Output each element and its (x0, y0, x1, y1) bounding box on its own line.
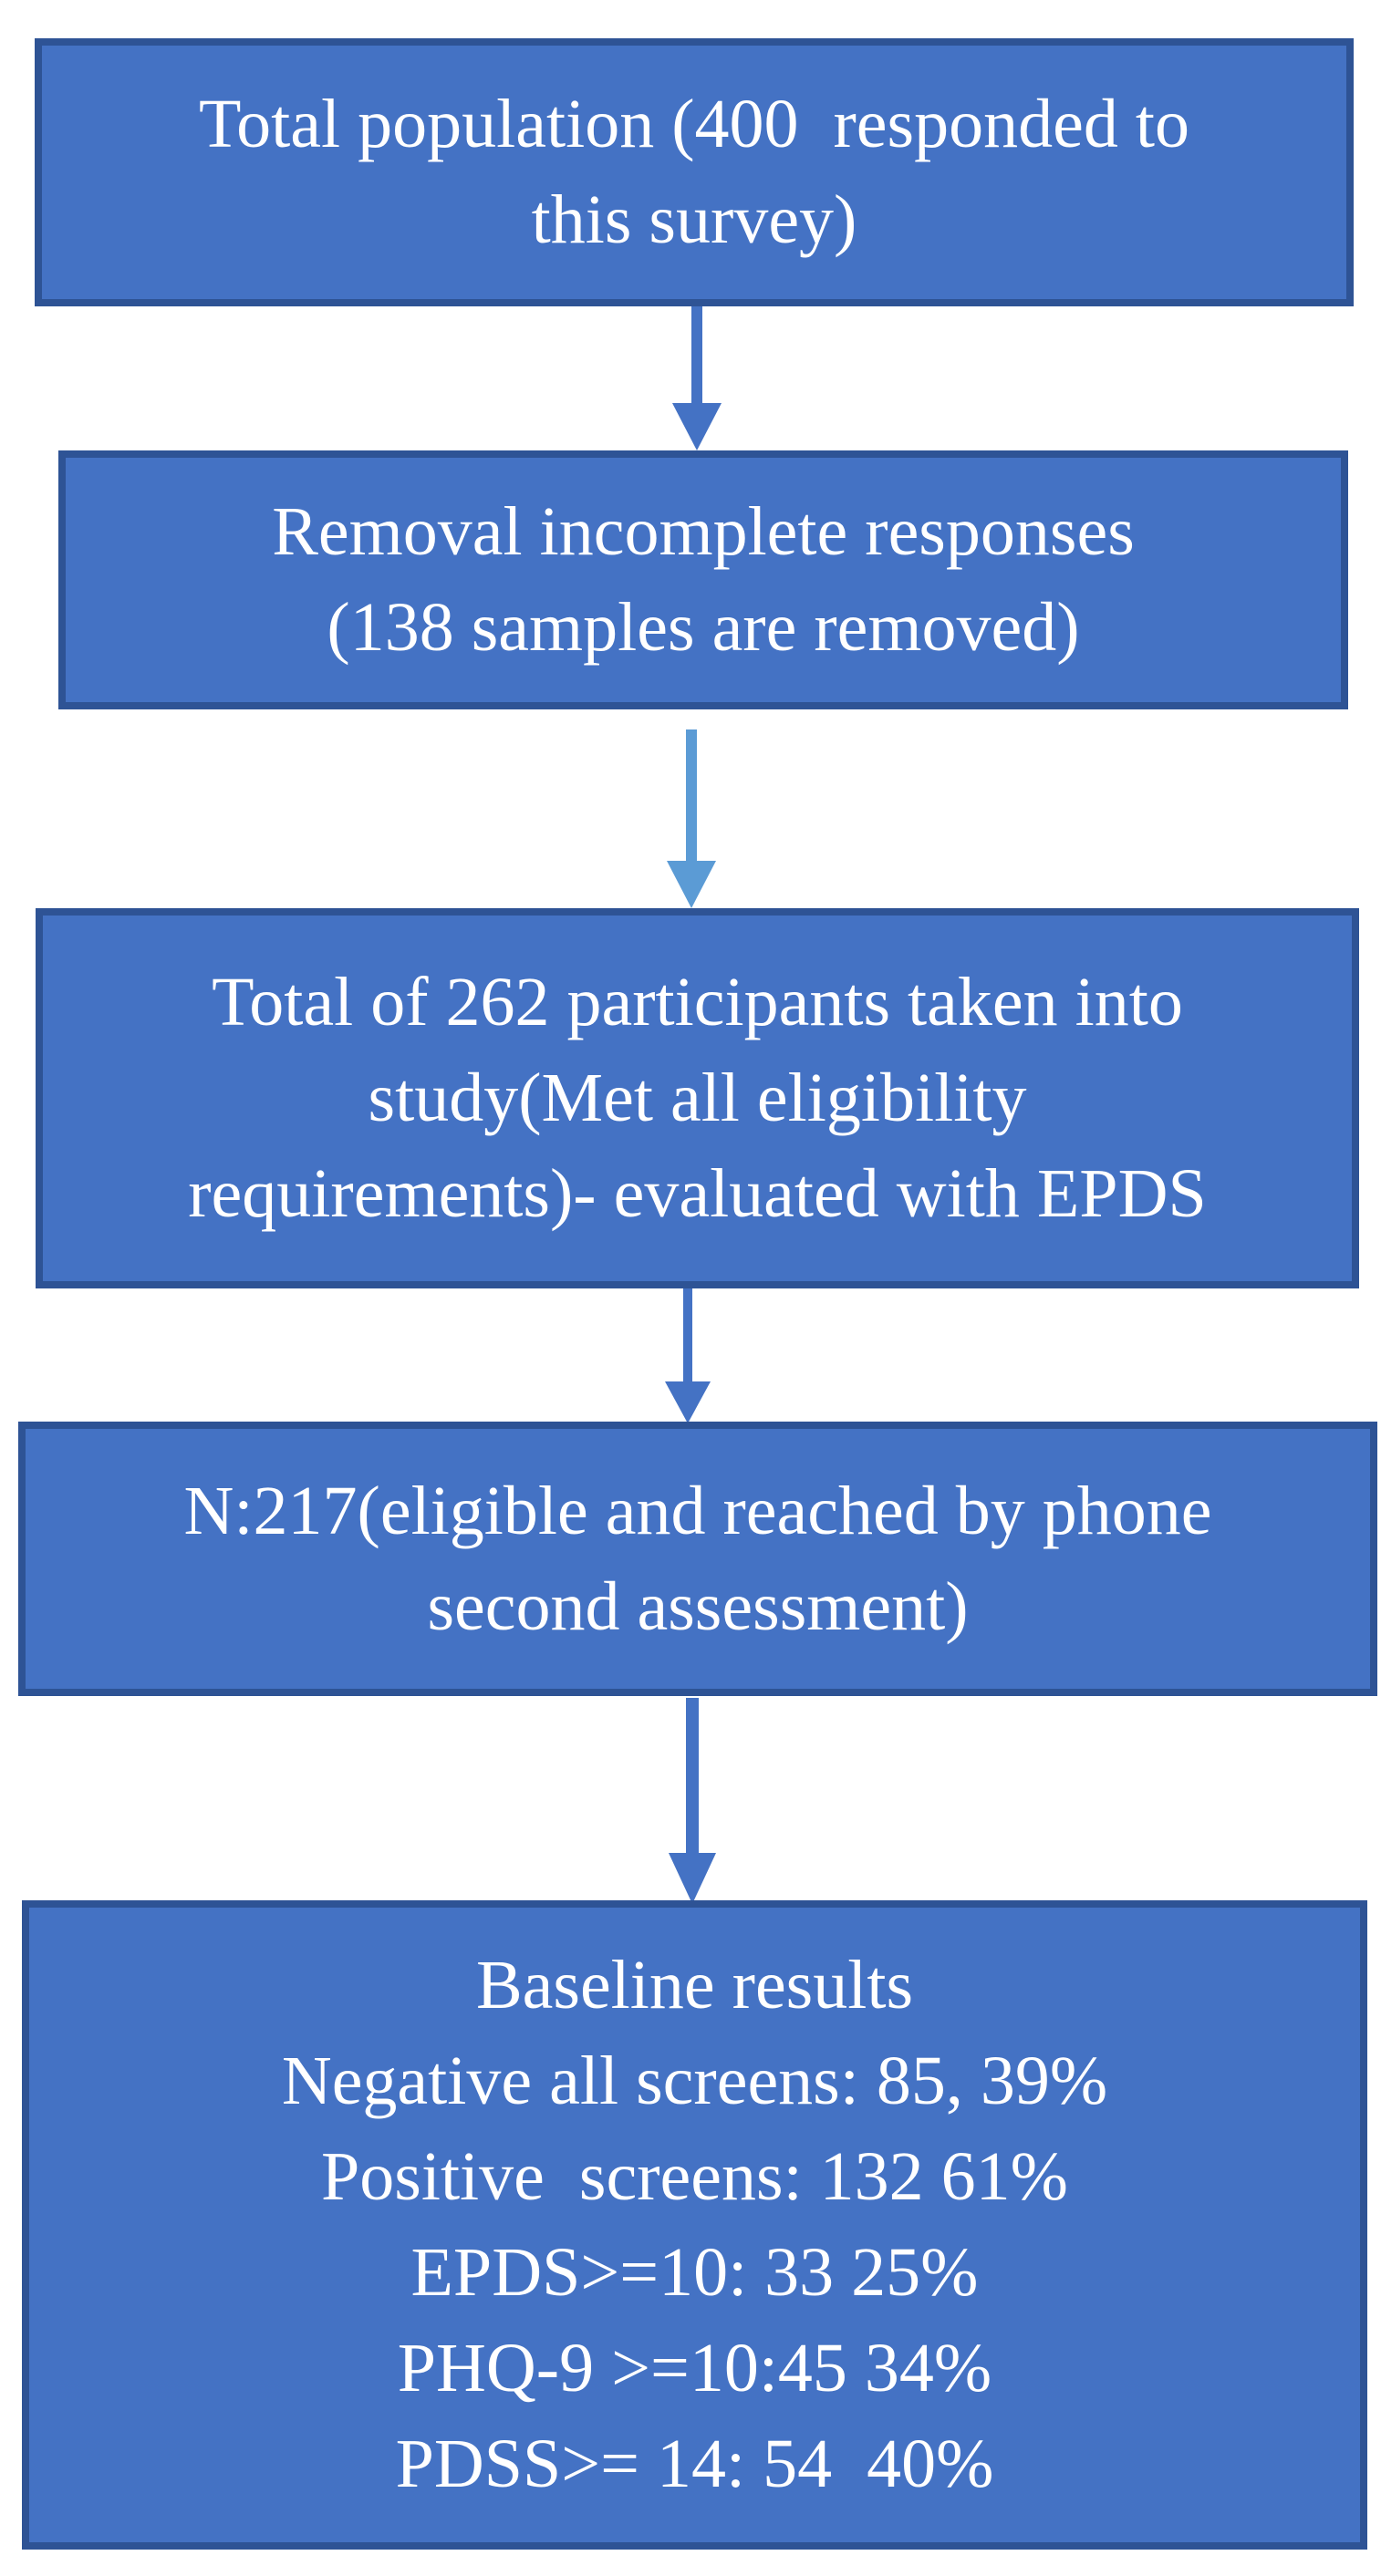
arrow-stem (686, 1698, 699, 1853)
flow-box-total-population: Total population (400 responded to this … (35, 38, 1354, 306)
arrow-stem (691, 306, 702, 403)
box-text-line: PDSS>= 14: 54 40% (395, 2426, 994, 2502)
down-arrow-connector-4 (668, 1698, 717, 1904)
down-arrow-connector-3 (663, 1288, 712, 1423)
arrow-stem (686, 729, 697, 861)
box-text-line: N:217(eligible and reached by phone (183, 1472, 1212, 1549)
box-text-line: Removal incomplete responses (272, 493, 1135, 570)
arrow-head-icon (665, 1381, 711, 1423)
box-text-line: (138 samples are removed) (327, 589, 1080, 666)
flow-box-participants-262: Total of 262 participants taken into stu… (36, 908, 1359, 1288)
arrow-head-icon (672, 403, 722, 450)
down-arrow-connector-1 (672, 306, 722, 450)
flow-box-removal-incomplete: Removal incomplete responses (138 sample… (58, 450, 1348, 709)
box-text-line: study(Met all eligibility (368, 1060, 1027, 1136)
box-text-line: Total of 262 participants taken into (212, 964, 1183, 1040)
box-text-line: Positive screens: 132 61% (320, 2138, 1068, 2215)
box-text-line: EPDS>=10: 33 25% (410, 2234, 979, 2311)
box-text-line: Negative all screens: 85, 39% (281, 2043, 1108, 2119)
box-text-line: Baseline results (475, 1947, 914, 2023)
box-text-line: requirements)- evaluated with EPDS (188, 1155, 1207, 1232)
arrow-head-icon (669, 1853, 716, 1904)
box-text-line: PHQ-9 >=10:45 34% (397, 2330, 992, 2406)
flow-box-baseline-results: Baseline results Negative all screens: 8… (22, 1900, 1367, 2550)
down-arrow-connector-2 (667, 729, 716, 908)
box-text-line: second assessment) (427, 1567, 969, 1645)
arrow-head-icon (667, 861, 716, 908)
box-text-line: Total population (400 responded to (199, 86, 1189, 162)
box-text-line: this survey) (531, 181, 857, 258)
arrow-stem (683, 1288, 692, 1381)
flow-box-reached-217: N:217(eligible and reached by phone seco… (18, 1422, 1377, 1696)
